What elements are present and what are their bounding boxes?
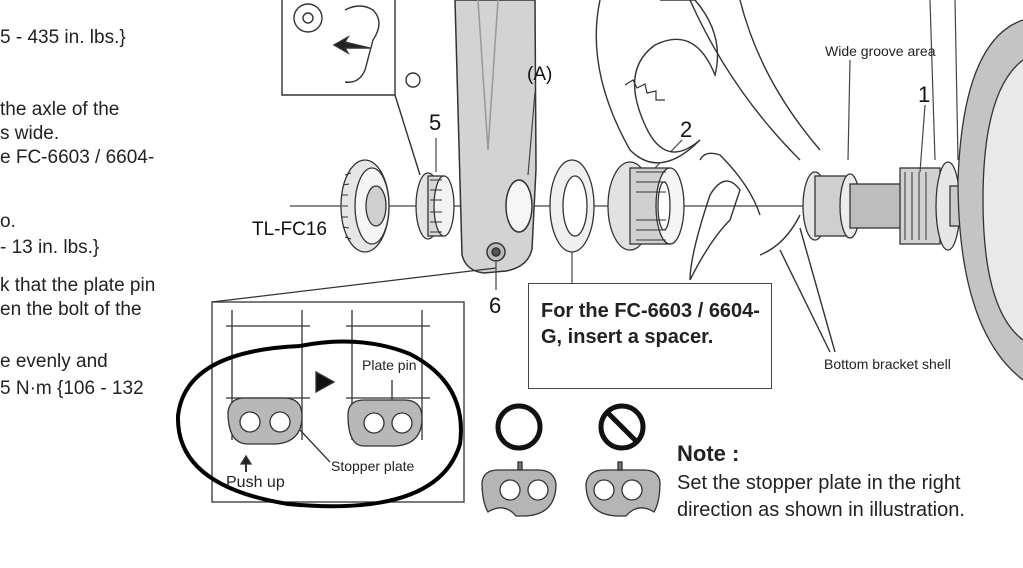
callout-5: 5 [429, 110, 442, 135]
text-line: e evenly and [0, 351, 108, 372]
text-line: s wide. [0, 123, 60, 144]
label-wide-groove-area: Wide groove area [825, 43, 936, 59]
text-line: k that the plate pin [0, 275, 156, 296]
label-a: (A) [527, 64, 553, 85]
callout-2: 2 [680, 117, 693, 142]
tl-fc16-tool [340, 159, 390, 253]
left-crank-arm [454, 0, 537, 274]
text-line: - 13 in. lbs.} [0, 237, 100, 258]
spacer-callout-box: For the FC-6603 / 6604-G, insert a space… [528, 283, 772, 389]
text-line: 5 - 435 in. lbs.} [0, 27, 126, 48]
text-line: en the bolt of the [0, 299, 142, 320]
prohibited-symbol [598, 403, 646, 451]
label-push-up: Push up [226, 474, 285, 491]
text-line: 5 N·m {106 - 132 [0, 378, 144, 399]
spacer-callout-text: For the FC-6603 / 6604-G, insert a space… [541, 300, 760, 348]
text-line: the axle of the [0, 99, 120, 120]
chainring [957, 19, 1023, 381]
hand-drawn-circle [175, 339, 463, 509]
crank-arm-cap-5 [415, 172, 455, 240]
label-bottom-bracket-shell: Bottom bracket shell [824, 356, 951, 372]
callout-6: 6 [489, 293, 502, 318]
note-title: Note : [677, 441, 740, 466]
callout-1: 1 [918, 82, 931, 107]
stopper-plate-incorrect [585, 461, 661, 517]
label-stopper-plate: Stopper plate [331, 458, 415, 474]
stopper-plate-inset [211, 267, 497, 503]
bottom-bracket-cup-2 [607, 161, 685, 251]
cup-wrench-tool [595, 0, 719, 164]
correct-symbol [495, 403, 543, 451]
text-line: o. [0, 211, 16, 232]
note-body: Set the stopper plate in the right direc… [677, 472, 965, 521]
bottom-bracket-shell [689, 0, 836, 353]
text-line: e FC-6603 / 6604- [0, 147, 155, 168]
label-plate-pin: Plate pin [362, 357, 417, 373]
stopper-plate-correct [481, 461, 557, 517]
label-tool-tl-fc16: TL-FC16 [252, 219, 327, 240]
spacer-ring [549, 159, 595, 253]
inset-cap-tool [281, 0, 421, 176]
